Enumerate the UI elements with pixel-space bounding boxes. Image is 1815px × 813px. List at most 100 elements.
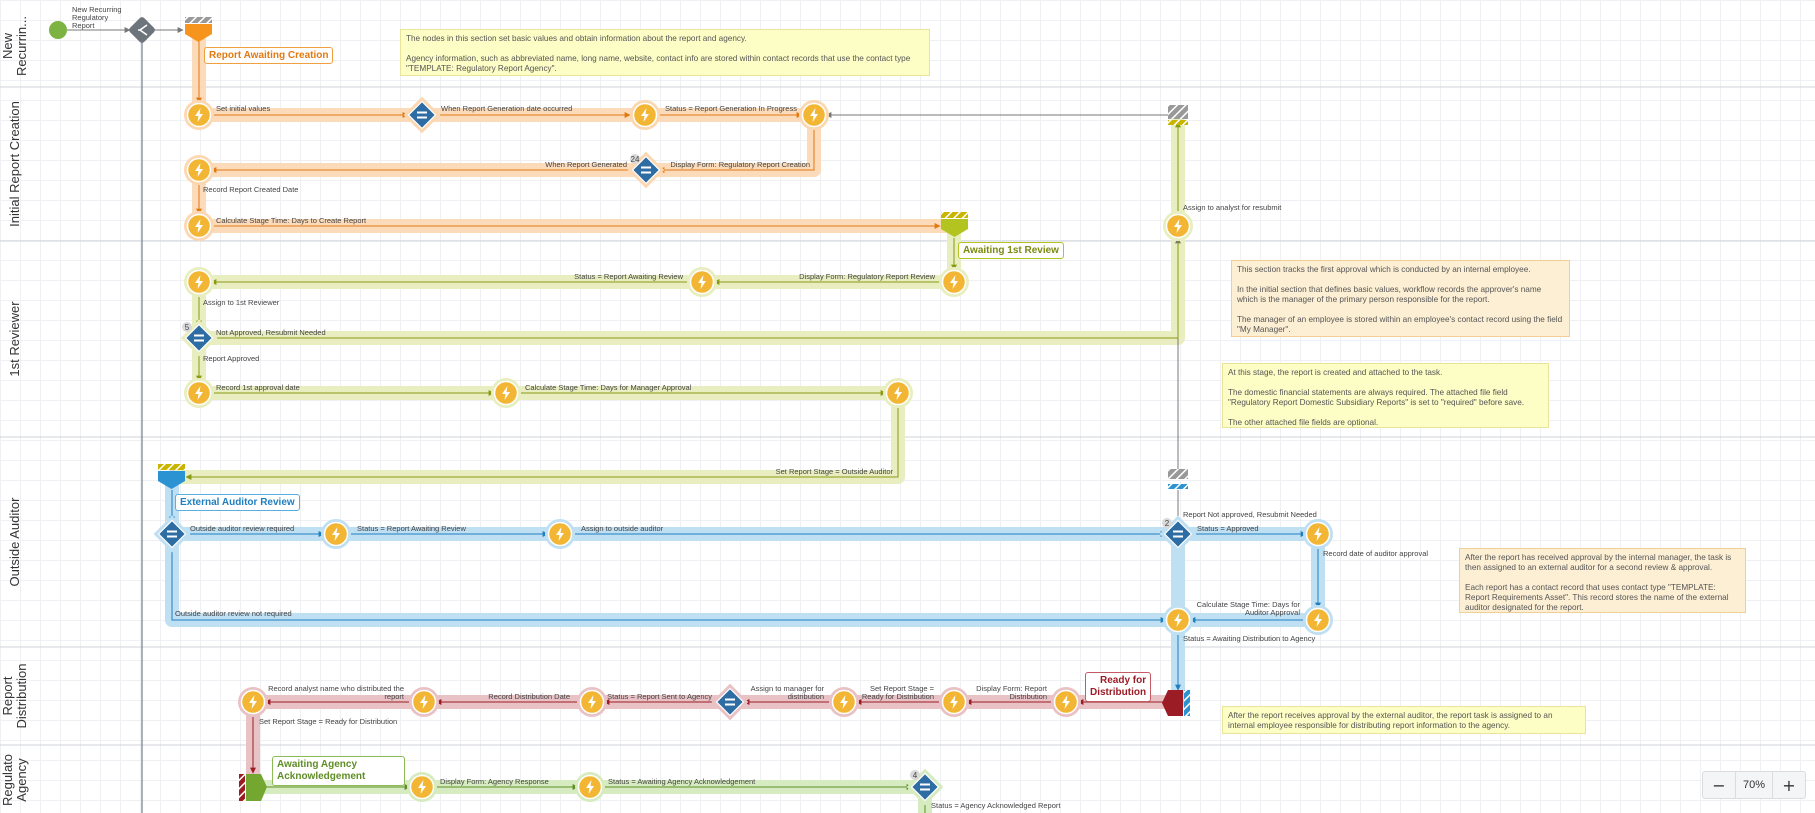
label-display-form-review: Display Form: Regulatory Report Review <box>799 272 935 281</box>
lightning-icon <box>1062 695 1070 709</box>
note-distribution[interactable]: After the report receives approval by th… <box>1222 706 1586 734</box>
action-node[interactable] <box>630 100 660 130</box>
label-status-awaiting-review-1: Status = Report Awaiting Review <box>574 272 683 281</box>
action-node[interactable] <box>577 687 607 717</box>
lightning-icon <box>418 780 426 794</box>
lightning-icon <box>195 163 203 177</box>
action-node[interactable] <box>407 772 437 802</box>
action-node[interactable] <box>184 155 214 185</box>
equals-icon <box>194 334 204 342</box>
label-status-agency-ack: Status = Agency Acknowledged Report <box>931 801 1061 810</box>
label-status-approved: Status = Approved <box>1197 524 1259 533</box>
label-outside-review-required: Outside auditor review required <box>190 524 294 533</box>
label-assign-outside-auditor: Assign to outside auditor <box>581 524 664 533</box>
split-gateway[interactable] <box>128 16 156 44</box>
stage-label-ready-for-distribution[interactable]: Ready for Distribution <box>1085 672 1152 702</box>
lane-separators <box>0 86 1815 746</box>
decision-gateway[interactable] <box>403 96 441 134</box>
stage-label-awaiting-1st-review[interactable]: Awaiting 1st Review <box>958 242 1064 259</box>
note-external-auditor[interactable]: After the report has received approval b… <box>1459 548 1746 613</box>
action-node[interactable] <box>184 211 214 241</box>
label-status-awaiting-ack: Status = Awaiting Agency Acknowledgement <box>608 777 756 786</box>
equals-icon <box>920 783 930 791</box>
action-node[interactable] <box>491 378 521 408</box>
gateways <box>153 96 1197 806</box>
action-node[interactable] <box>1051 687 1081 717</box>
lightning-icon <box>1314 613 1322 627</box>
label-set-stage-outside-auditor: Set Report Stage = Outside Auditor <box>776 467 894 476</box>
stage-label-external-auditor-review[interactable]: External Auditor Review <box>175 494 300 511</box>
stage-label-awaiting-creation[interactable]: Report Awaiting Creation <box>204 47 334 64</box>
decision-gateway[interactable] <box>153 515 191 553</box>
note-report-created[interactable]: At this stage, the report is created and… <box>1222 363 1549 428</box>
stage-marker-auditor-loop[interactable] <box>1168 469 1188 489</box>
stage-marker-awaiting-creation[interactable] <box>185 17 212 42</box>
stage-marker-awaiting-agency[interactable] <box>239 774 267 801</box>
action-node[interactable] <box>184 100 214 130</box>
label-report-not-approved-resubmit: Report Not approved, Resubmit Needed <box>1183 510 1317 519</box>
label-status-awaiting-distribution: Status = Awaiting Distribution to Agency <box>1183 634 1315 643</box>
action-node[interactable] <box>829 687 859 717</box>
action-node[interactable] <box>184 378 214 408</box>
badges: 24 5 2 4 <box>182 154 1172 780</box>
label-set-stage-ready-2: Set Report Stage = Ready for Distributio… <box>259 717 397 726</box>
equals-icon <box>725 698 735 706</box>
badge-2: 2 <box>1165 519 1170 528</box>
label-display-form-creation: Display Form: Regulatory Report Creation <box>670 160 810 169</box>
stage-marker-external-auditor[interactable] <box>158 464 185 489</box>
action-node[interactable] <box>575 772 605 802</box>
action-node[interactable] <box>321 519 351 549</box>
zoom-control: − 70% + <box>1702 771 1806 799</box>
badge-4: 4 <box>913 771 918 780</box>
note-section-basic-values[interactable]: The nodes in this section set basic valu… <box>400 29 930 76</box>
action-node[interactable] <box>545 519 575 549</box>
stage-marker-ready-for-distribution[interactable] <box>1162 690 1190 716</box>
stage-label-awaiting-agency-ack[interactable]: Awaiting Agency Acknowledgement <box>272 756 405 786</box>
action-node[interactable] <box>883 378 913 408</box>
stage-marker-resubmit[interactable] <box>1168 105 1188 125</box>
action-node[interactable] <box>939 687 969 717</box>
action-node[interactable] <box>409 687 439 717</box>
lightning-icon <box>195 386 203 400</box>
lightning-icon <box>588 695 596 709</box>
start-event[interactable] <box>49 21 67 39</box>
action-node[interactable] <box>184 267 214 297</box>
lane-label-new-recurring: NewRecurrin... <box>0 16 29 76</box>
note-first-approval[interactable]: This section tracks the first approval w… <box>1231 260 1570 337</box>
lightning-icon <box>641 108 649 122</box>
label-not-approved-resubmit: Not Approved, Resubmit Needed <box>216 328 326 337</box>
action-node[interactable] <box>687 267 717 297</box>
equals-icon <box>167 530 177 538</box>
equals-icon <box>417 111 427 119</box>
decision-gateway[interactable] <box>711 683 749 721</box>
lightning-icon <box>950 695 958 709</box>
badge-24: 24 <box>631 155 640 164</box>
lightning-icon <box>420 695 428 709</box>
label-calc-days-manager: Calculate Stage Time: Days for Manager A… <box>525 383 692 392</box>
label-record-1st-approval: Record 1st approval date <box>216 383 300 392</box>
label-outside-review-not-required: Outside auditor review not required <box>175 609 292 618</box>
zoom-in-button[interactable]: + <box>1773 772 1805 798</box>
action-node[interactable] <box>939 267 969 297</box>
label-calc-days-to-create: Calculate Stage Time: Days to Create Rep… <box>216 216 367 225</box>
label-record-date-auditor: Record date of auditor approval <box>1323 549 1428 558</box>
action-node[interactable] <box>1163 605 1193 635</box>
action-node[interactable] <box>1163 211 1193 241</box>
label-set-stage-ready: Set Report Stage =Ready for Distribution <box>862 684 935 701</box>
lightning-icon <box>894 386 902 400</box>
label-when-report-generation-date: When Report Generation date occurred <box>441 104 572 113</box>
stage-marker-awaiting-1st-review[interactable] <box>941 212 968 237</box>
label-report-approved: Report Approved <box>203 354 259 363</box>
action-node[interactable] <box>799 100 829 130</box>
lightning-icon <box>556 527 564 541</box>
action-node[interactable] <box>1303 605 1333 635</box>
zoom-out-button[interactable]: − <box>1703 772 1735 798</box>
lightning-icon <box>840 695 848 709</box>
action-node[interactable] <box>238 687 268 717</box>
lane-label-1st-reviewer: 1st Reviewer <box>7 301 22 377</box>
action-node[interactable] <box>1303 519 1333 549</box>
